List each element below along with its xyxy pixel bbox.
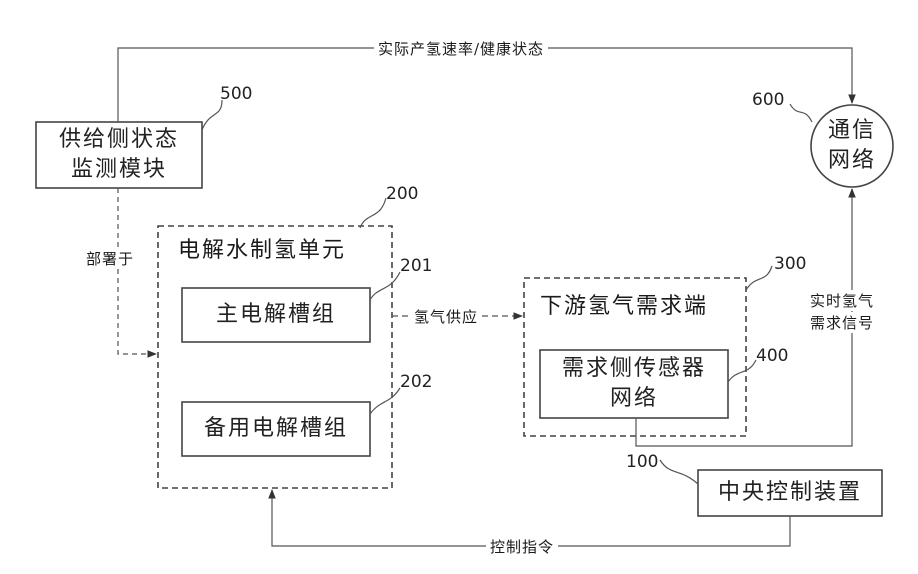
leader-200 [360, 198, 386, 228]
ref-200: 200 [386, 184, 418, 204]
ref-100: 100 [626, 452, 658, 472]
supply-label: 氢气供应 [412, 306, 480, 327]
main-group-label: 主电解槽组 [216, 300, 336, 330]
signal-label-line1: 实时氢气 [808, 290, 876, 311]
ref-600: 600 [752, 90, 784, 110]
deploy-label: 部署于 [84, 248, 136, 269]
backup-group-node: 备用电解槽组 [182, 402, 370, 456]
monitor-label-line2: 监测模块 [71, 155, 167, 185]
sensor-net-label-line1: 需求侧传感器 [562, 354, 706, 384]
deploy-edge [118, 188, 156, 354]
signal-label-line2: 需求信号 [808, 312, 876, 333]
leader-300 [746, 266, 772, 290]
ref-300: 300 [774, 254, 806, 274]
top-feedback-label: 实际产氢速率/健康状态 [374, 38, 548, 59]
comm-net-node: 通信 网络 [811, 105, 893, 187]
controller-label: 中央控制装置 [718, 478, 862, 508]
main-group-node: 主电解槽组 [182, 288, 370, 342]
monitor-label-line1: 供给侧状态 [59, 125, 179, 155]
leader-400 [728, 360, 756, 382]
comm-net-label-line1: 通信 [828, 116, 876, 146]
backup-group-label: 备用电解槽组 [204, 414, 348, 444]
comm-net-label-line2: 网络 [828, 146, 876, 176]
control-label: 控制指令 [486, 536, 558, 557]
ref-400: 400 [756, 346, 788, 366]
controller-node: 中央控制装置 [698, 470, 882, 516]
downstream-title: 下游氢气需求端 [540, 288, 708, 320]
ref-500: 500 [220, 84, 252, 104]
leader-500 [202, 100, 222, 130]
sensor-net-label-line2: 网络 [610, 384, 658, 414]
ref-201: 201 [400, 256, 432, 276]
sensor-net-node: 需求侧传感器 网络 [540, 350, 728, 418]
leader-100 [660, 460, 698, 484]
monitor-node: 供给侧状态 监测模块 [36, 122, 202, 188]
ref-202: 202 [400, 372, 432, 392]
leader-600 [790, 104, 812, 122]
leader-202 [370, 388, 400, 414]
electrolysis-unit-title: 电解水制氢单元 [178, 232, 346, 264]
leader-201 [370, 272, 400, 300]
